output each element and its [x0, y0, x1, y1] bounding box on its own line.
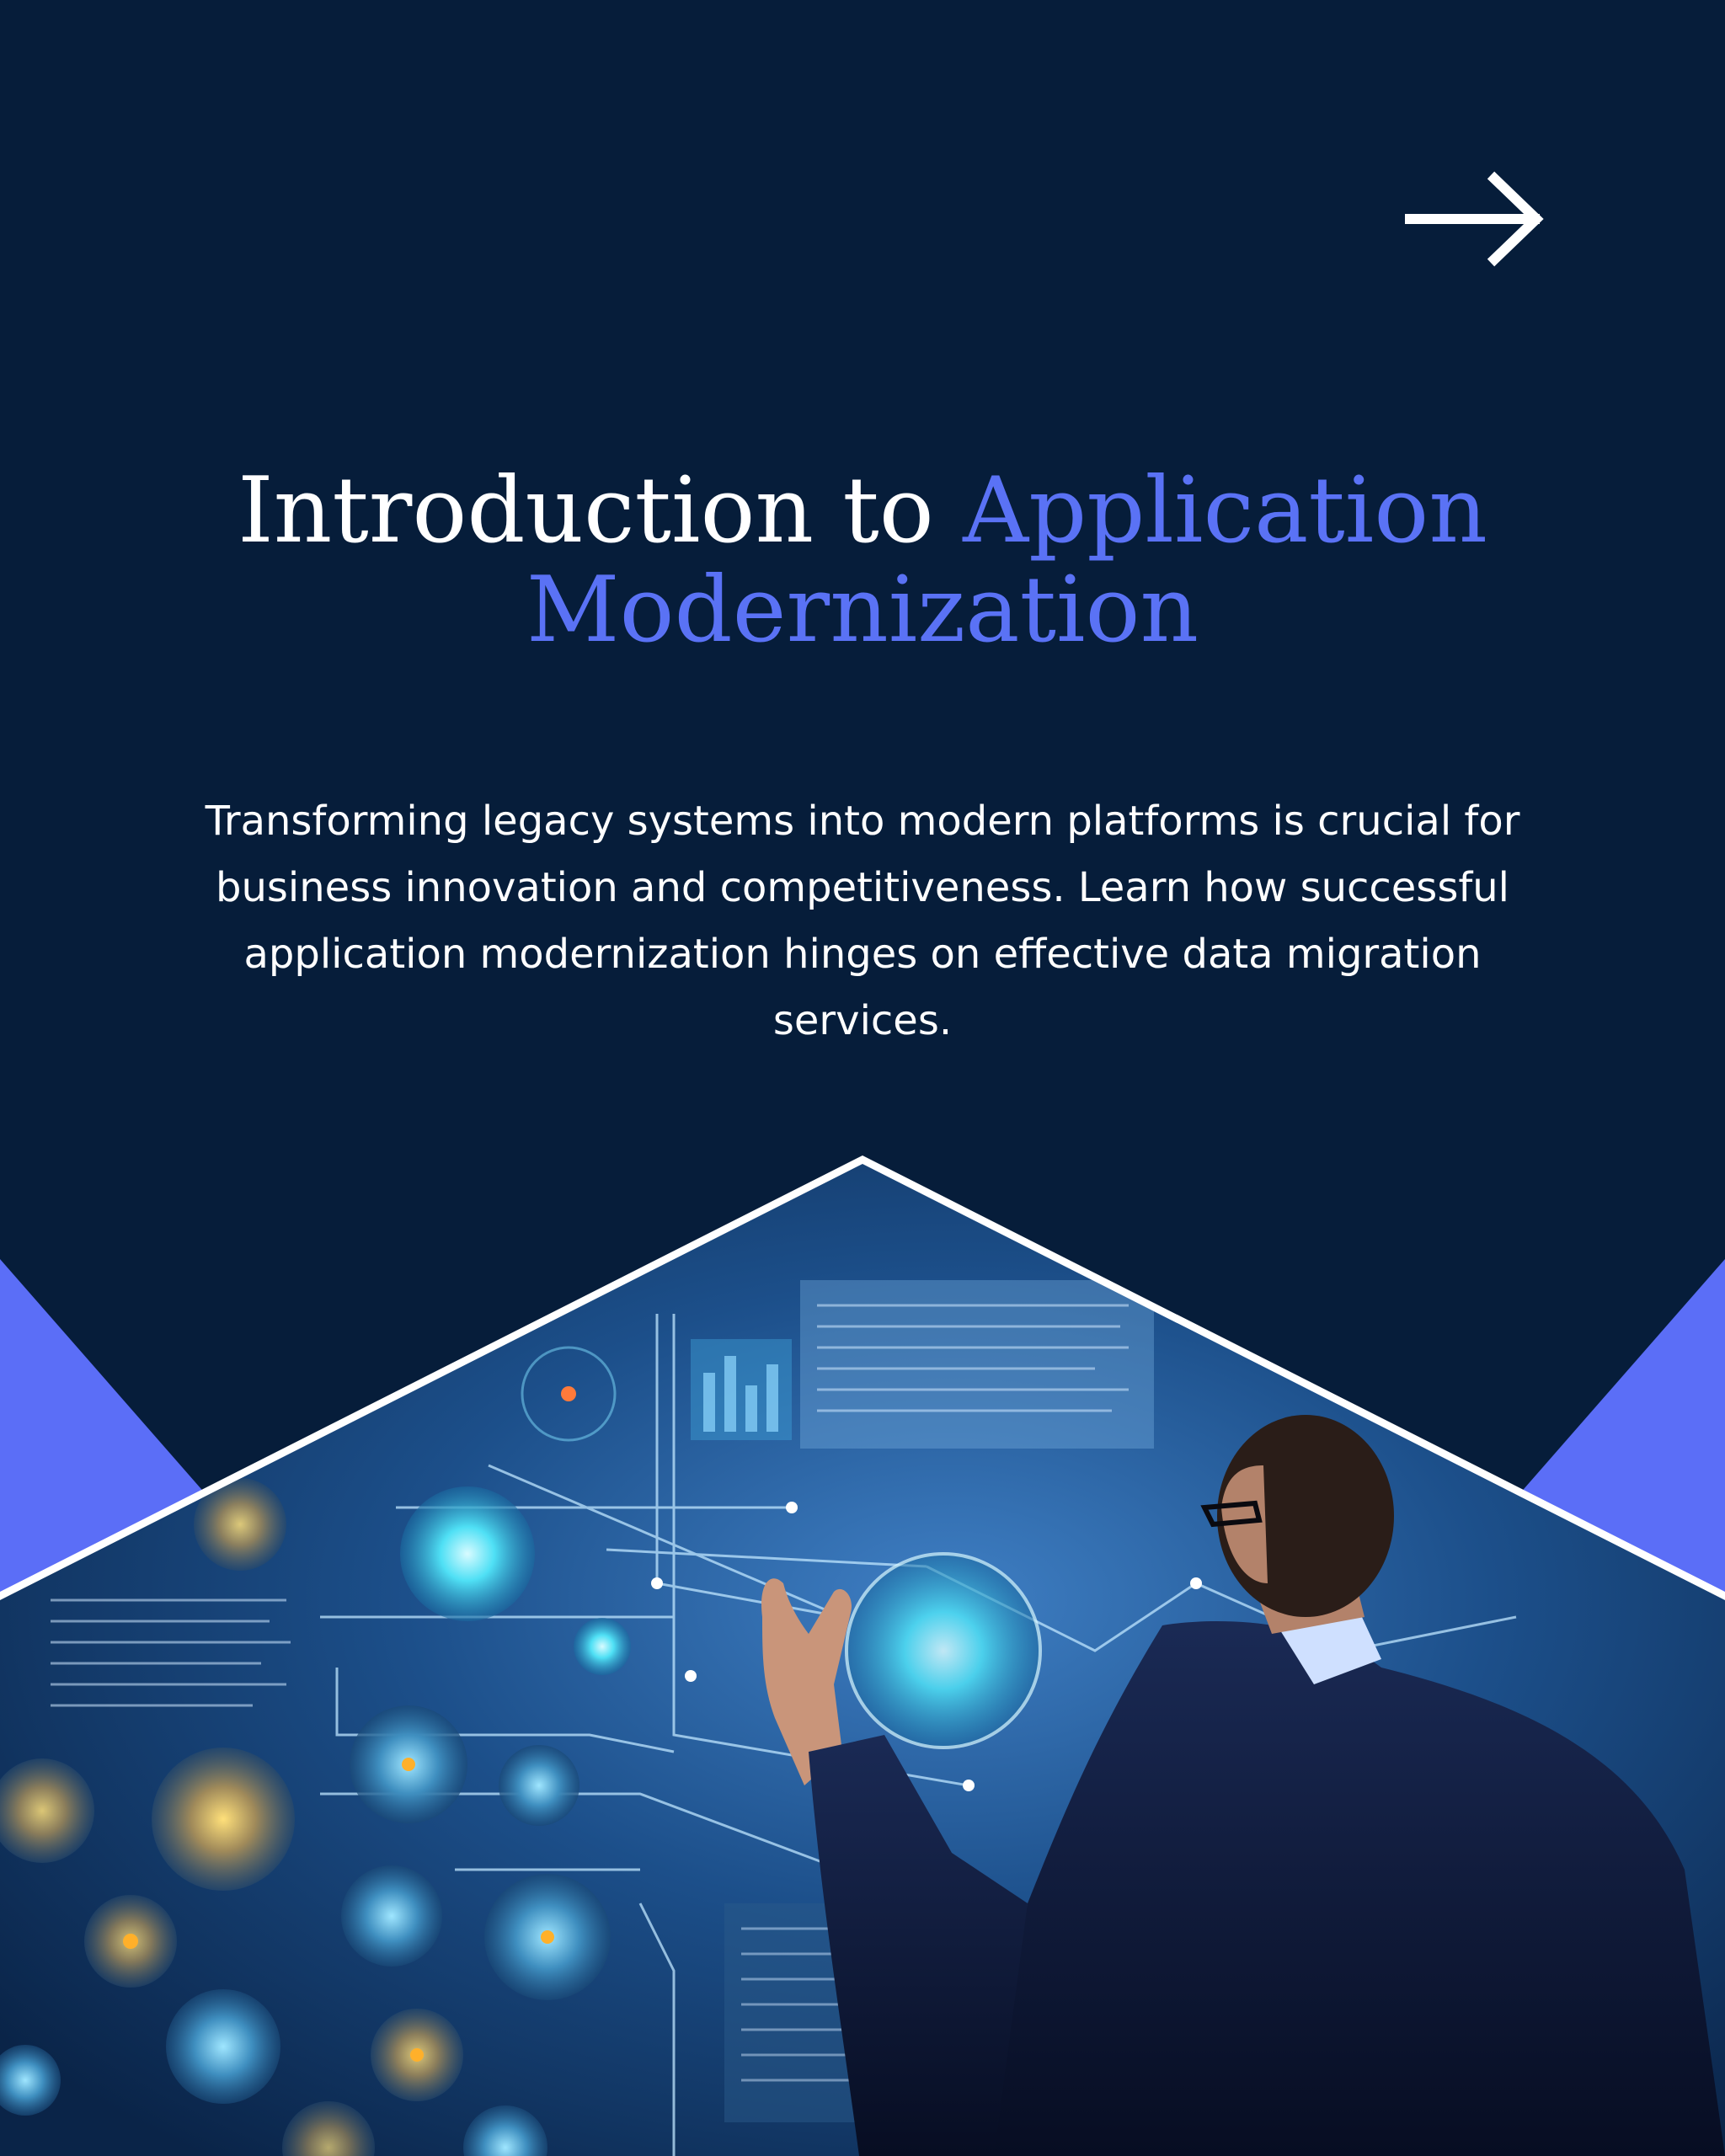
businessman-figure	[761, 1415, 1725, 2156]
next-arrow-button[interactable]	[1398, 168, 1550, 270]
arrow-right-icon	[1405, 171, 1544, 267]
hero-image	[0, 1145, 1725, 2156]
title-part-1: Introduction to	[238, 458, 964, 563]
title-part-2: Application	[963, 458, 1487, 563]
page-title: Introduction to Application Modernizatio…	[0, 462, 1725, 660]
hero-illustration	[0, 1155, 1725, 2156]
title-part-3: Modernization	[526, 558, 1199, 663]
intro-paragraph: Transforming legacy systems into modern …	[205, 798, 1520, 1044]
